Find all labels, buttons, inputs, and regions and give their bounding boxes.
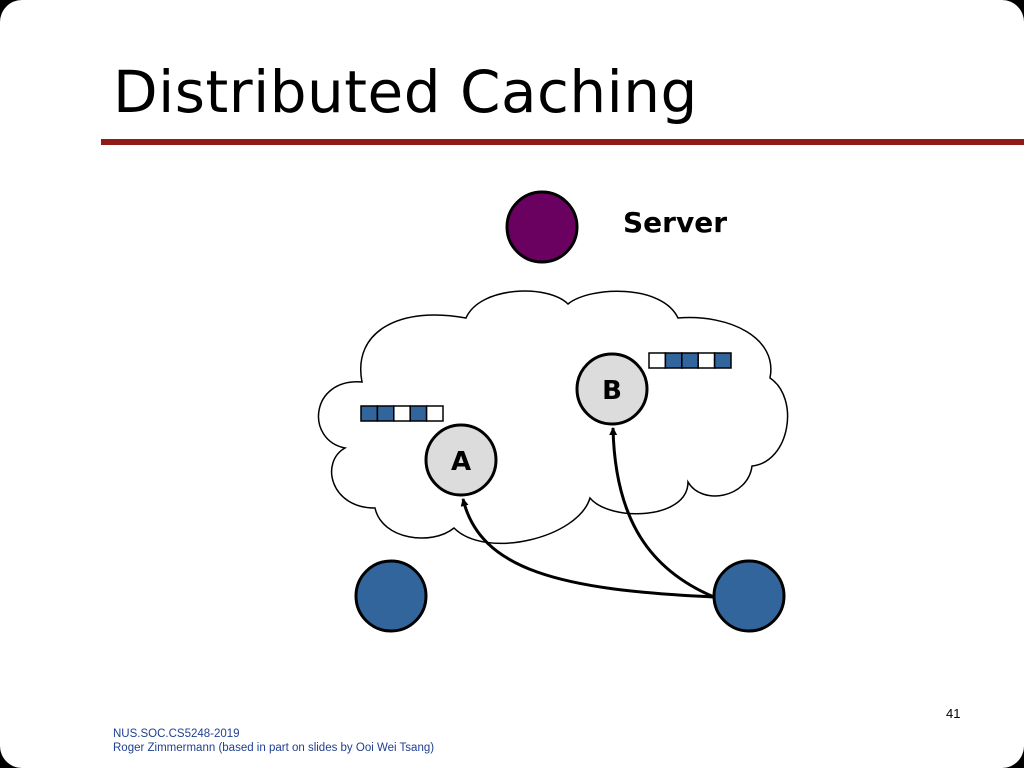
- cache-a-block-4: [409, 405, 428, 422]
- node-a-label: A: [451, 447, 471, 477]
- arrow-client-to-b: [609, 427, 715, 599]
- page-number: 41: [946, 706, 961, 721]
- proxy-node-b: [575, 352, 649, 426]
- server-node: [505, 190, 579, 264]
- cache-a-block-5: [425, 405, 444, 422]
- slide-title: Distributed Caching: [113, 58, 698, 126]
- slide-footer: NUS.SOC.CS5248-2019 Roger Zimmermann (ba…: [113, 727, 434, 755]
- cache-b: [648, 352, 732, 369]
- server-label: Server: [623, 206, 727, 239]
- title-underline: [101, 139, 1024, 145]
- proxy-node-a: [424, 423, 498, 497]
- cache-a-block-3: [393, 405, 411, 422]
- node-b-label: B: [602, 376, 622, 406]
- cache-a: [360, 405, 444, 422]
- client-node-right: [712, 559, 786, 633]
- cache-b-block-1: [648, 352, 667, 369]
- footer-credits: Roger Zimmermann (based in part on slide…: [113, 742, 435, 754]
- cache-b-block-2: [664, 352, 683, 369]
- cache-b-block-3: [681, 352, 699, 369]
- cache-a-block-2: [376, 405, 395, 422]
- arrow-client-to-a: [460, 498, 715, 599]
- footer-course: NUS.SOC.CS5248-2019: [113, 728, 240, 740]
- cache-b-block-5: [713, 352, 732, 369]
- client-node-left: [354, 559, 428, 633]
- cache-a-block-1: [360, 405, 379, 422]
- cache-b-block-4: [697, 352, 716, 369]
